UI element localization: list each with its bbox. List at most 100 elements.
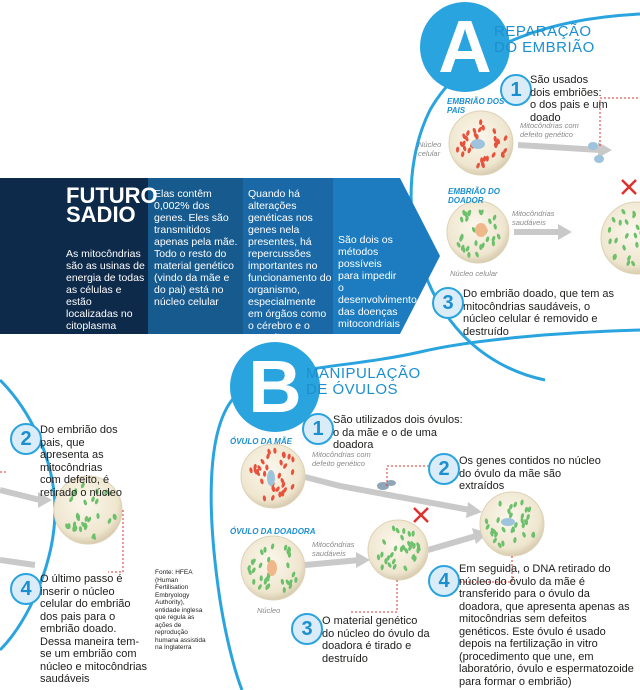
mitochondrion (507, 508, 511, 515)
section-a-step1-number: 1 (500, 74, 532, 106)
cross-a-icon (621, 179, 637, 195)
mitochondrion (456, 241, 461, 248)
mitochondrion (69, 496, 74, 503)
mitochondrion (278, 491, 282, 498)
mitochondrion (611, 216, 616, 223)
mitochondrion (280, 478, 285, 484)
mitochondrion (492, 537, 497, 544)
mitochondrion (627, 255, 631, 261)
mitochondrion (466, 130, 470, 137)
mitochondrion (281, 482, 286, 488)
mitochondrion (286, 562, 290, 569)
mitochondrion (285, 579, 290, 586)
label-b-mito-defect: Mitocôndrias com defeito genético (312, 450, 371, 468)
mitochondrion (488, 218, 492, 225)
mitochondrion (94, 498, 99, 505)
banner-arrow-tip (400, 178, 440, 334)
mitochondrion (472, 127, 477, 134)
mitochondrion (462, 246, 466, 253)
banner-text-2: Elas contêm 0,002% dos genes. Eles são t… (154, 188, 238, 308)
mitochondrion (401, 544, 406, 551)
nucleus-b-mother (267, 470, 275, 486)
mitochondrion (462, 145, 467, 152)
mitochondrion (376, 554, 381, 561)
caption-ovulo-doadora: ÓVULO DA DOADORA (230, 527, 316, 536)
label-a-nucleus: Núcleo celular (418, 140, 442, 158)
section-a-title-2: DO EMBRIÃO (494, 39, 595, 56)
mitochondrion (249, 467, 253, 474)
mitochondrion (501, 540, 505, 547)
mitochondrion (635, 224, 640, 231)
mitochondrion (291, 456, 295, 463)
mitochondrion (395, 527, 400, 534)
mitochondrion (416, 545, 421, 552)
nucleus-a-donor (475, 223, 487, 237)
caption-embriao-pais: EMBRIÃO DOS PAIS (447, 97, 505, 115)
mitochondrion (73, 525, 78, 532)
mitochondrion (474, 240, 478, 247)
mitochondrion (521, 522, 525, 529)
mitochondrion (282, 587, 286, 593)
mitochondrion (485, 236, 490, 243)
mitochondrion (402, 528, 406, 534)
mitochondrion (387, 562, 392, 568)
mitochondrion (494, 531, 498, 538)
mitochondrion (391, 525, 396, 532)
section-a-step1-text: São usados dois embriões: o dos pais e u… (530, 74, 608, 124)
mitochondrion (83, 499, 87, 506)
mitochondrion (104, 489, 108, 496)
mitochondrion (503, 135, 508, 141)
mitochondrion (262, 495, 267, 502)
mitochondrion (287, 453, 291, 460)
mitochondrion (460, 216, 464, 223)
mitochondrion (467, 251, 471, 258)
source-note: Fonte: HFEA (Human Fertilisation Embryol… (155, 569, 206, 651)
mitochondrion (107, 518, 112, 524)
mitochondrion (403, 565, 408, 572)
mitochondrion (491, 235, 496, 242)
mitochondrion (275, 486, 280, 492)
futuro-sadio-banner: FUTURO SADIO As mitocôndrias são as usin… (0, 178, 440, 344)
mitochondrion (412, 543, 416, 549)
mitochondrion (263, 578, 268, 585)
mitochondrion (411, 530, 415, 537)
mitochondrion (84, 515, 88, 522)
mitochondrion (498, 500, 502, 507)
mitochondrion (271, 486, 275, 492)
mitochondrion (624, 219, 629, 225)
section-b-letter: B (230, 342, 320, 432)
section-b-step2-number: 2 (428, 453, 460, 485)
mitochondrion (531, 532, 536, 538)
mitochondrion (283, 487, 287, 493)
mitochondrion (282, 451, 286, 458)
mitochondrion (471, 226, 476, 233)
mitochondrion (83, 522, 88, 529)
section-a-step3-text: Do embrião doado, que tem as mitocôndria… (463, 288, 615, 338)
banner-text-1: As mitocôndrias são as usinas de energia… (66, 248, 145, 332)
mitochondrion (465, 215, 469, 222)
arrow-b-donor (304, 557, 361, 568)
mitochondrion (612, 254, 616, 261)
mitochondrion (496, 233, 501, 240)
mitochondrion (413, 555, 417, 562)
mitochondrion (467, 147, 472, 154)
mitochondrion (513, 501, 518, 508)
mitochondrion (257, 584, 262, 590)
mitochondrion (481, 162, 485, 169)
mitochondrion (262, 470, 267, 477)
section-b-step2-text: Os genes contidos no núcleo do óvulo da … (459, 455, 601, 492)
mitochondrion (273, 447, 277, 454)
section-b-title-1: MANIPULAÇÃO (306, 365, 421, 382)
mitochondrion (497, 542, 502, 548)
mitochondrion (259, 575, 263, 582)
mitochondrion (461, 151, 465, 158)
mitochondrion (286, 548, 290, 555)
mitochondrion (389, 552, 394, 558)
mitochondrion (384, 558, 388, 565)
mitochondrion (404, 547, 409, 554)
mitochondrion (524, 519, 529, 526)
mitochondrion (608, 238, 612, 245)
mitochondrion (248, 569, 252, 576)
nucleus-b-result (501, 518, 515, 526)
